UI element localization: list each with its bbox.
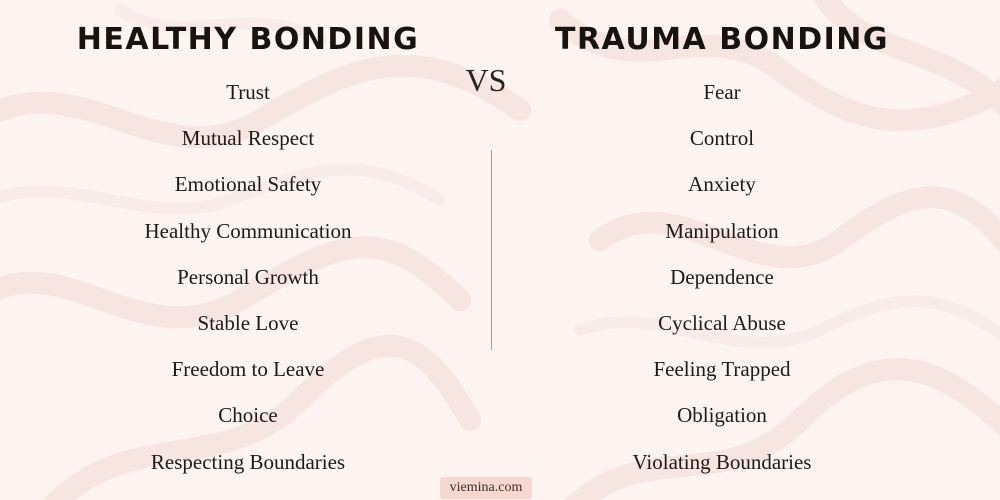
list-item: Trust — [226, 80, 270, 104]
trauma-bonding-list: Fear Control Anxiety Manipulation Depend… — [522, 74, 922, 490]
list-item: Healthy Communication — [144, 218, 352, 243]
list-item: Manipulation — [665, 218, 779, 243]
list-item: Fear — [703, 80, 741, 104]
list-item: Mutual Respect — [181, 126, 315, 151]
list-item: Cyclical Abuse — [658, 310, 786, 335]
list-item: Stable Love — [197, 310, 299, 335]
center-divider — [491, 150, 492, 350]
healthy-bonding-heading: HEALTHY BONDING — [76, 22, 420, 57]
trauma-bonding-heading: TRAUMA BONDING — [554, 22, 889, 57]
list-item: Choice — [218, 403, 278, 428]
list-item: Feeling Trapped — [653, 357, 791, 382]
list-item: Emotional Safety — [174, 172, 322, 197]
vs-label: VS — [465, 62, 507, 98]
healthy-bonding-list: Trust Mutual Respect Emotional Safety He… — [48, 74, 448, 490]
list-item: Control — [689, 126, 755, 151]
list-item: Violating Boundaries — [632, 449, 812, 474]
list-item: Respecting Boundaries — [150, 449, 346, 474]
list-item: Freedom to Leave — [171, 357, 325, 382]
list-item: Personal Growth — [177, 264, 319, 289]
watermark-label: viemina.com — [440, 477, 532, 499]
list-item: Obligation — [677, 403, 767, 428]
list-item: Dependence — [670, 264, 774, 289]
list-item: Anxiety — [688, 172, 756, 197]
